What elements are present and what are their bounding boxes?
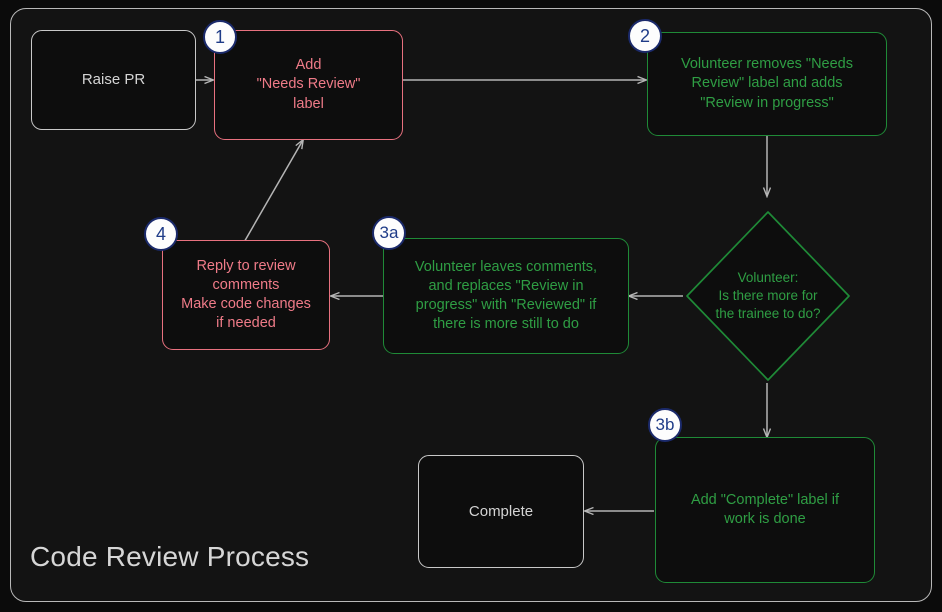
node-add-needs-review[interactable]: Add "Needs Review" label [214, 30, 403, 140]
node-add-needs-review-label: Add "Needs Review" label [256, 57, 361, 112]
decision-diamond-shape [686, 211, 850, 381]
step-badge-3a-text: 3a [379, 223, 399, 242]
node-add-complete-label: Add "Complete" label if work is done [690, 491, 840, 527]
node-volunteer-removes-label: Volunteer removes "Needs Review" label a… [681, 56, 853, 111]
step-badge-3b-text: 3b [655, 415, 675, 434]
node-volunteer-removes[interactable]: Volunteer removes "Needs Review" label a… [647, 32, 887, 136]
node-decision-label: Volunteer: Is there more for the trainee… [715, 269, 821, 322]
step-badge-4: 4 [144, 217, 178, 251]
step-badge-4-text: 4 [155, 223, 166, 244]
node-complete[interactable]: Complete [418, 455, 584, 568]
step-badge-1: 1 [203, 20, 237, 54]
node-reply-to-review[interactable]: Reply to review comments Make code chang… [162, 240, 330, 350]
node-leaves-comments[interactable]: Volunteer leaves comments, and replaces … [383, 238, 629, 354]
step-badge-2-text: 2 [639, 25, 650, 46]
step-badge-2: 2 [628, 19, 662, 53]
node-raise-pr-label: Raise PR [81, 71, 146, 89]
step-badge-3b: 3b [648, 408, 682, 442]
node-raise-pr[interactable]: Raise PR [31, 30, 196, 130]
diagram-title: Code Review Process [30, 541, 310, 572]
step-badge-1-text: 1 [214, 26, 225, 47]
node-decision[interactable]: Volunteer: Is there more for the trainee… [683, 208, 853, 384]
node-complete-label: Complete [468, 502, 534, 520]
node-reply-to-review-label: Reply to review comments Make code chang… [181, 257, 311, 332]
node-leaves-comments-label: Volunteer leaves comments, and replaces … [414, 258, 598, 333]
step-badge-3a: 3a [372, 216, 406, 250]
node-add-complete[interactable]: Add "Complete" label if work is done [655, 437, 875, 583]
